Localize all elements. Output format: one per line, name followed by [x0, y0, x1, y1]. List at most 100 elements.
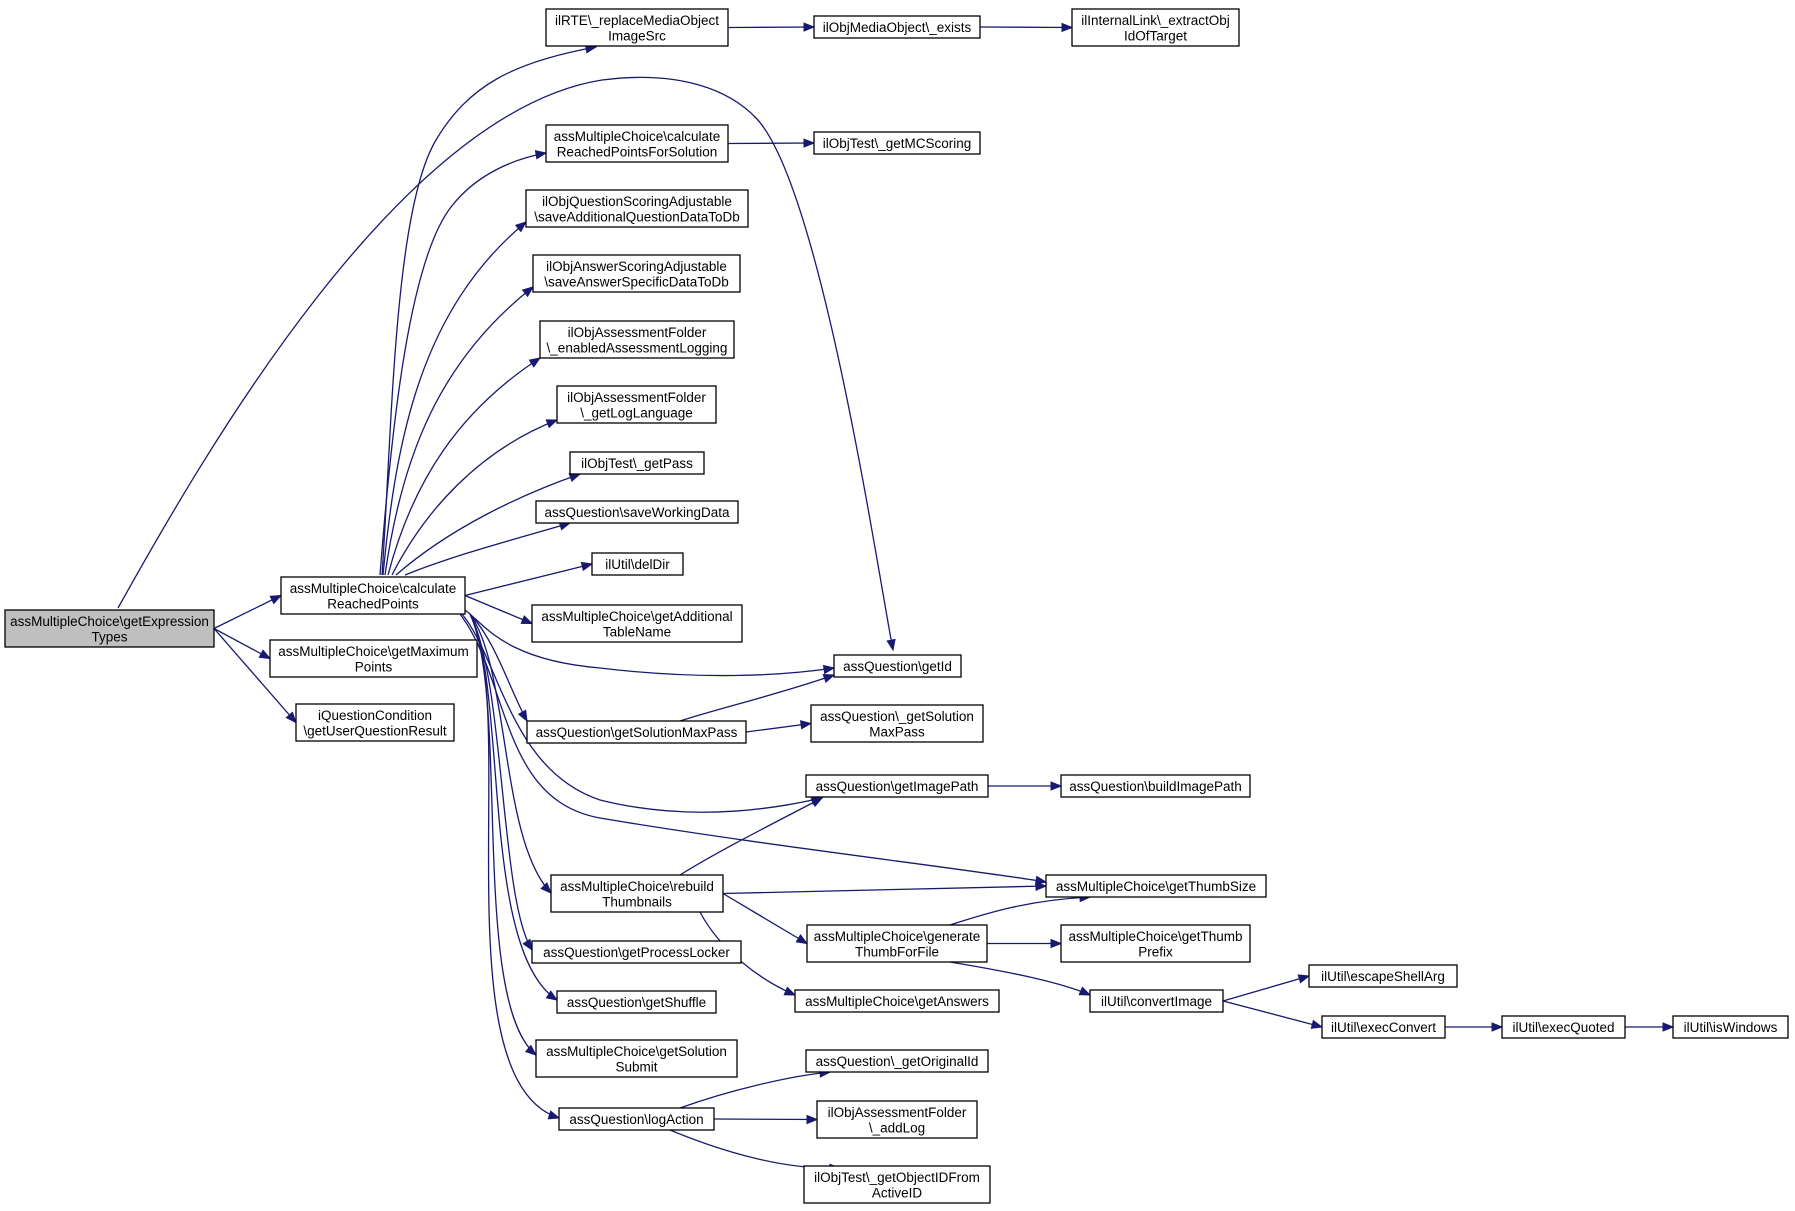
arrowhead-icon [1035, 881, 1048, 891]
graph-node-enlog[interactable]: ilObjAssessmentFolder\_enabledAssessment… [539, 320, 735, 359]
arrowhead-icon [521, 286, 535, 298]
graph-node-plocker[interactable]: assQuestion\getProcessLocker [531, 940, 742, 964]
node-label-line: assQuestion\getImagePath [816, 779, 979, 794]
arrowhead-icon [1078, 986, 1092, 996]
graph-node-calcsol[interactable]: assMultipleChoice\calculateReachedPoints… [545, 124, 729, 163]
graph-node-deldir[interactable]: ilUtil\delDir [591, 552, 684, 576]
edge-rebuild-to-genthumb [722, 892, 809, 945]
arrowhead-icon [1050, 781, 1063, 791]
node-box [535, 1039, 738, 1078]
arrowhead-icon [806, 1114, 819, 1125]
edge-line [722, 892, 808, 945]
edge-line [469, 613, 537, 1056]
graph-node-convimg[interactable]: ilUtil\convertImage [1089, 989, 1224, 1013]
node-box [295, 703, 455, 742]
node-label-line: Prefix [1138, 944, 1173, 959]
node-box [556, 990, 717, 1014]
node-label-line: MaxPass [869, 724, 925, 739]
node-box [556, 385, 717, 424]
graph-node-escshell[interactable]: ilUtil\escapeShellArg [1308, 964, 1458, 988]
node-label-line: ilObjMediaObject\_exists [823, 20, 972, 35]
edge-line [722, 885, 1047, 895]
graph-node-origid[interactable]: assQuestion\_getOriginalId [805, 1049, 989, 1073]
graph-node-mcscoring[interactable]: ilObjTest\_getMCScoring [813, 131, 981, 155]
graph-node-thumbsize[interactable]: assMultipleChoice\getThumbSize [1045, 874, 1267, 898]
graph-node-asa[interactable]: ilObjAnswerScoringAdjustable\saveAnswerS… [532, 254, 741, 293]
edge-calc-to-enlog [387, 357, 542, 576]
arrowhead-icon [545, 419, 559, 429]
arrowhead-icon [520, 615, 534, 625]
arrowhead-icon [269, 594, 283, 605]
node-box [794, 989, 1000, 1013]
edge-imgpath-to-buildimg [988, 781, 1063, 791]
graph-node-getid[interactable]: assQuestion\getId [833, 654, 962, 678]
graph-node-logaction[interactable]: assQuestion\logAction [558, 1107, 715, 1131]
node-box [1672, 1015, 1789, 1039]
node-box [545, 124, 729, 163]
graph-node-execconv[interactable]: ilUtil\execConvert [1321, 1015, 1446, 1039]
graph-node-shuffle[interactable]: assQuestion\getShuffle [556, 990, 717, 1014]
graph-node-addlog[interactable]: ilObjAssessmentFolder\_addLog [816, 1100, 978, 1139]
arrowhead-icon [1491, 1022, 1504, 1032]
graph-node-savework[interactable]: assQuestion\saveWorkingData [535, 500, 739, 524]
edge-line [382, 221, 527, 576]
graph-node-answers[interactable]: assMultipleChoice\getAnswers [794, 989, 1000, 1013]
edge-calc-to-addtable [464, 594, 534, 625]
arrowhead-icon [545, 990, 559, 1001]
arrowhead-icon [522, 938, 533, 952]
graph-node-iqc[interactable]: iQuestionCondition\getUserQuestionResult [295, 703, 455, 742]
graph-node-solmax[interactable]: assQuestion\getSolutionMaxPass [526, 720, 747, 744]
node-box [805, 774, 989, 798]
graph-node-loglang[interactable]: ilObjAssessmentFolder\_getLogLanguage [556, 385, 717, 424]
edge-calc-to-calcsol [379, 150, 548, 576]
graph-node-solmax2[interactable]: assQuestion\_getSolutionMaxPass [810, 704, 984, 743]
node-box [591, 552, 684, 576]
node-box [532, 254, 741, 293]
arrowhead-icon [568, 472, 582, 482]
graph-node-qsa[interactable]: ilObjQuestionScoringAdjustable\saveAddit… [525, 189, 749, 228]
edge-logaction-to-addlog [713, 1114, 819, 1125]
arrowhead-icon [514, 221, 528, 233]
edge-line [669, 1129, 841, 1169]
node-label-line: \_getLogLanguage [580, 405, 693, 420]
edge-root-to-maxpts [213, 627, 272, 660]
graph-node-getpass[interactable]: ilObjTest\_getPass [569, 451, 705, 475]
graph-node-execq[interactable]: ilUtil\execQuoted [1501, 1015, 1626, 1039]
node-label-line: \saveAdditionalQuestionDataToDb [534, 209, 740, 224]
graph-node-mobexists[interactable]: ilObjMediaObject\_exists [813, 15, 981, 39]
node-label-line: assMultipleChoice\getAdditional [541, 609, 732, 624]
node-box [803, 1165, 991, 1204]
node-label-line: assQuestion\_getSolution [820, 709, 974, 724]
node-box [535, 500, 739, 524]
edge-rte-to-mobexists [727, 22, 816, 32]
graph-node-iswin[interactable]: ilUtil\isWindows [1672, 1015, 1789, 1039]
node-label-line: assQuestion\buildImagePath [1069, 779, 1242, 794]
edge-line [679, 797, 823, 876]
arrowhead-icon [810, 797, 824, 808]
node-box [1308, 964, 1458, 988]
node-label-line: assQuestion\logAction [569, 1112, 703, 1127]
arrowhead-icon [803, 22, 816, 32]
arrowhead-icon [795, 934, 809, 945]
node-label-line: assQuestion\getProcessLocker [543, 945, 730, 960]
arrowhead-icon [822, 664, 836, 675]
node-box [810, 704, 984, 743]
edge-line [469, 613, 528, 722]
node-label-line: \getUserQuestionResult [303, 723, 447, 738]
node-label-line: ilObjAssessmentFolder [568, 325, 707, 340]
graph-node-buildimg[interactable]: assQuestion\buildImagePath [1060, 774, 1251, 798]
graph-node-imgpath[interactable]: assQuestion\getImagePath [805, 774, 989, 798]
node-box [4, 609, 215, 648]
edge-solmax-to-solmax2 [745, 720, 813, 733]
